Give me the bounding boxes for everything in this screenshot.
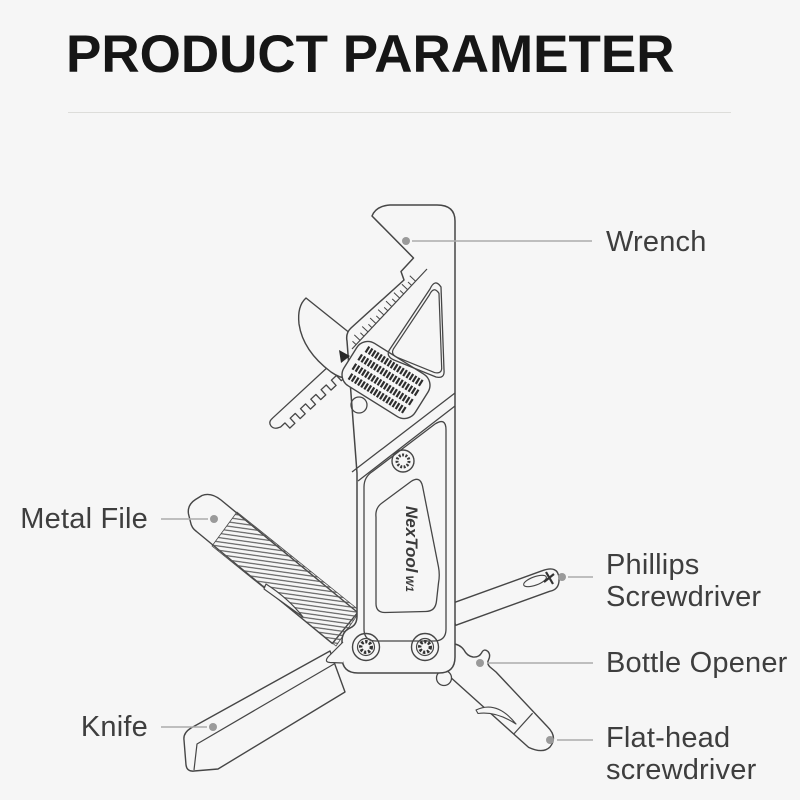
screw-bottom-right <box>410 632 440 662</box>
phillips-leader <box>558 573 593 581</box>
wrench-lower-edge <box>351 392 456 482</box>
bottle-opener-leader <box>476 659 593 667</box>
metal-file-leader <box>161 515 218 523</box>
screws <box>350 396 440 662</box>
wrench-body-drawing <box>325 204 456 674</box>
brand-panel-outline <box>375 478 440 614</box>
callout-flathead-line1: Flat-head <box>606 722 731 754</box>
page-title: PRODUCT PARAMETER <box>66 25 675 84</box>
callout-phillips-screwdriver: Phillips Screwdriver <box>606 549 761 613</box>
flathead-leader <box>546 736 593 744</box>
metal-file-leader-dot <box>210 515 218 523</box>
knife-leader-dot <box>209 723 217 731</box>
screw-bottom-left <box>351 632 381 662</box>
callout-flathead-screwdriver: Flat-head screwdriver <box>606 722 756 786</box>
callout-bottle-opener-label: Bottle Opener <box>606 647 788 679</box>
phillips-leader-dot <box>558 573 566 581</box>
callout-metal-file: Metal File <box>20 501 148 537</box>
callout-metal-file-label: Metal File <box>20 503 148 535</box>
flathead-leader-dot <box>546 736 554 744</box>
metal-file-drawing <box>187 493 361 647</box>
callout-wrench-label: Wrench <box>606 226 707 258</box>
callout-knife: Knife <box>81 709 148 745</box>
triangle-cutout <box>387 282 445 378</box>
callout-knife-label: Knife <box>80 711 148 743</box>
scale-indicator-arrow <box>339 350 350 363</box>
callout-phillips-line1: Phillips <box>606 549 700 581</box>
callout-phillips-line2: Screwdriver <box>606 581 762 613</box>
flathead-screwdriver-drawing <box>435 643 555 752</box>
tang-notch <box>325 641 344 664</box>
callout-flathead-line2: screwdriver <box>606 754 757 786</box>
phillips-cross-tip <box>543 571 555 585</box>
phillips-screwdriver-drawing <box>447 568 560 626</box>
wrench-moving-jaw <box>297 297 352 379</box>
knife-drawing <box>183 650 346 772</box>
title-divider <box>68 112 731 113</box>
screw-top <box>391 449 415 473</box>
wrench-leader <box>402 237 592 245</box>
callout-bottle-opener: Bottle Opener <box>606 645 788 681</box>
wrench-leader-dot <box>402 237 410 245</box>
ruler-scale <box>339 268 428 363</box>
flathead-blade-line <box>513 712 534 735</box>
brand-text: NexToolW1 <box>402 506 421 592</box>
knife-leader <box>161 723 217 731</box>
leader-lines <box>161 237 593 744</box>
bottle-opener-leader-dot <box>476 659 484 667</box>
file-nail-nick <box>263 583 304 618</box>
flathead-nail-nick <box>475 706 517 725</box>
callout-wrench: Wrench <box>606 224 707 260</box>
